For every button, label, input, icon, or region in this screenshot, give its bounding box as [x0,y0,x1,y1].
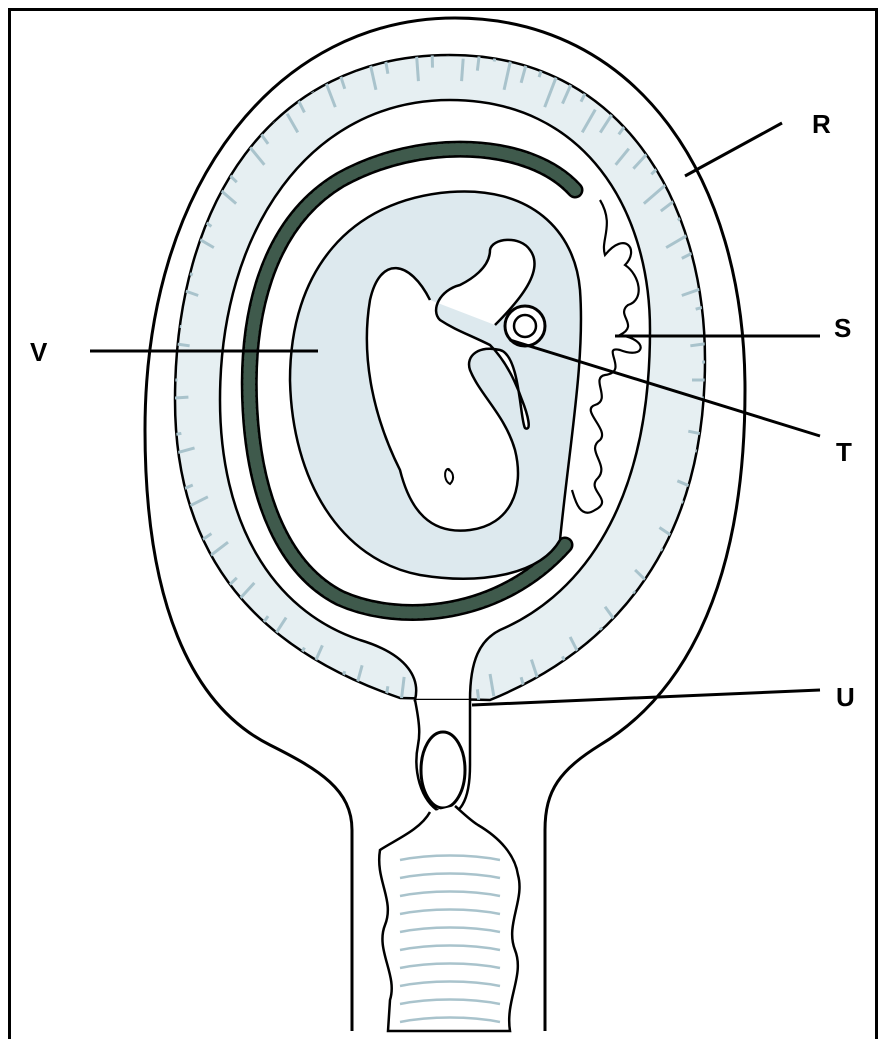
label-u: U [836,682,855,712]
leader-line-r [685,123,782,176]
label-t: T [836,437,852,467]
label-r: R [812,109,831,139]
vagina [379,806,519,1031]
label-s: S [834,313,851,343]
cervical-plug [421,732,465,808]
label-v: V [30,337,48,367]
